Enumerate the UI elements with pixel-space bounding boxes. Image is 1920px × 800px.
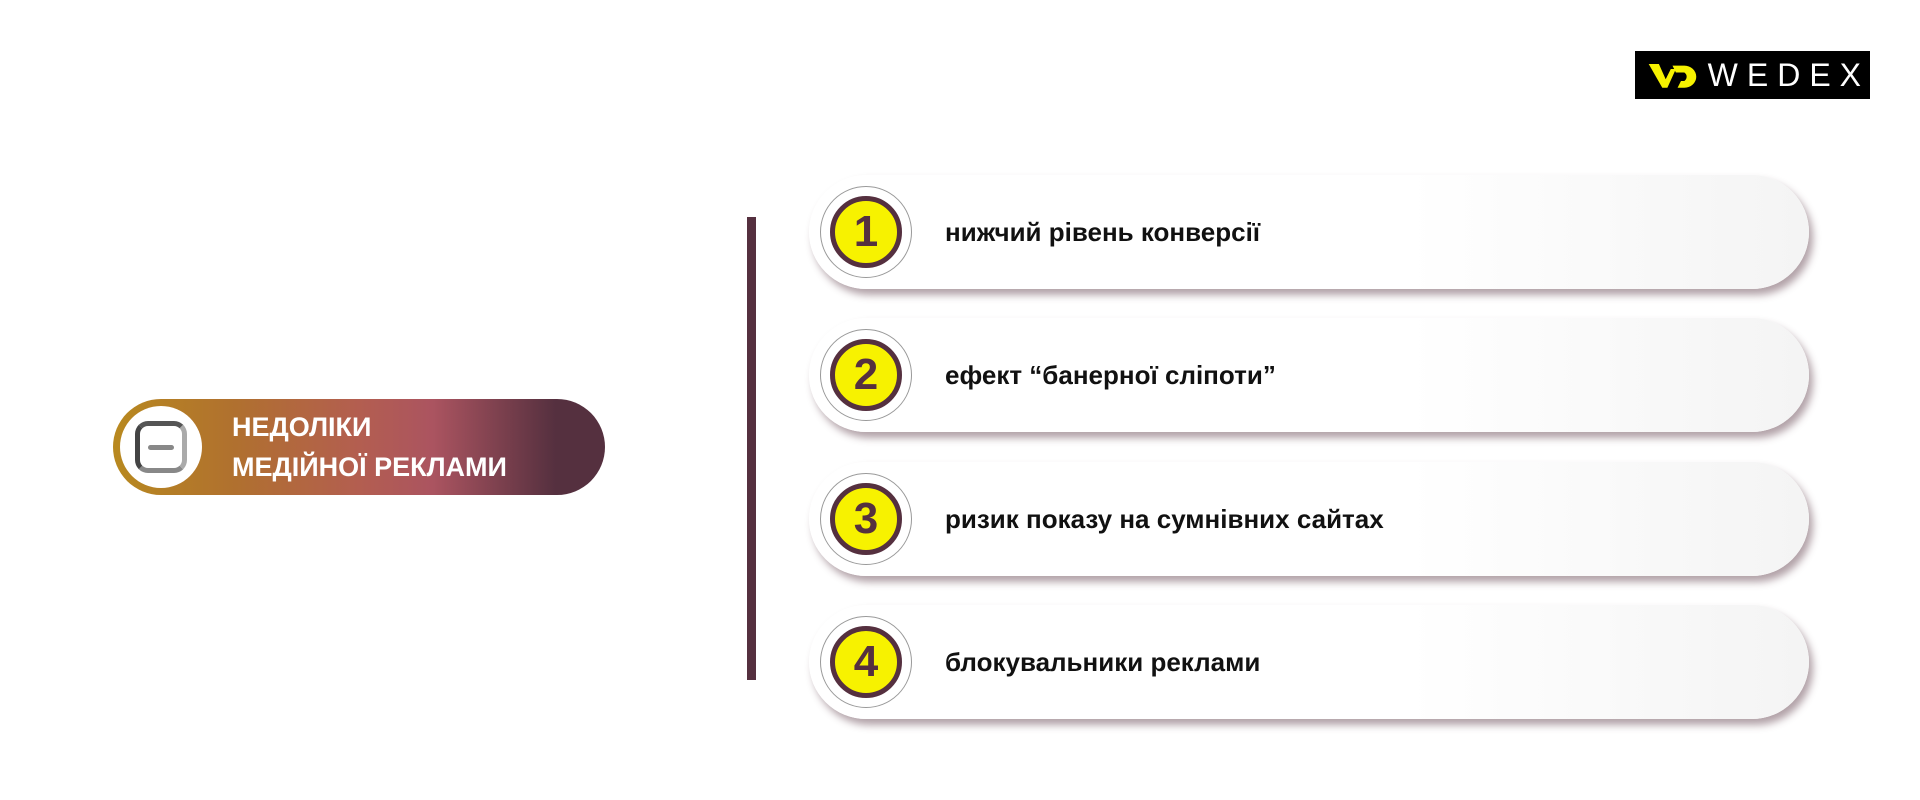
logo-text: WEDEX: [1707, 56, 1870, 93]
item-label: нижчий рівень конверсії: [945, 216, 1261, 247]
number-ring: 3: [820, 473, 912, 565]
number-ring: 2: [820, 329, 912, 421]
list-item: 2 ефект “банерної сліпоти”: [809, 318, 1809, 432]
minus-square-icon: [135, 421, 187, 473]
list-item: 4 блокувальники реклами: [809, 605, 1809, 719]
divider-line: [747, 217, 756, 680]
list-item: 1 нижчий рівень конверсії: [809, 175, 1809, 289]
icon-circle: [120, 406, 202, 488]
title-line-2: МЕДІЙНОЇ РЕКЛАМИ: [232, 452, 507, 482]
number-badge: 3: [830, 483, 902, 555]
title-line-1: НЕДОЛІКИ: [232, 412, 372, 442]
item-label: ризик показу на сумнівних сайтах: [945, 503, 1384, 534]
section-header: НЕДОЛІКИ МЕДІЙНОЇ РЕКЛАМИ: [113, 399, 605, 495]
number-ring: 1: [820, 186, 912, 278]
number-badge: 4: [830, 626, 902, 698]
list-item: 3 ризик показу на сумнівних сайтах: [809, 462, 1809, 576]
number-ring: 4: [820, 616, 912, 708]
wedex-logo-icon: [1648, 63, 1697, 88]
number-badge: 2: [830, 339, 902, 411]
item-label: ефект “банерної сліпоти”: [945, 359, 1276, 390]
section-title: НЕДОЛІКИ МЕДІЙНОЇ РЕКЛАМИ: [232, 407, 507, 487]
number-badge: 1: [830, 196, 902, 268]
item-label: блокувальники реклами: [945, 646, 1261, 677]
wedex-logo: WEDEX: [1635, 51, 1870, 99]
